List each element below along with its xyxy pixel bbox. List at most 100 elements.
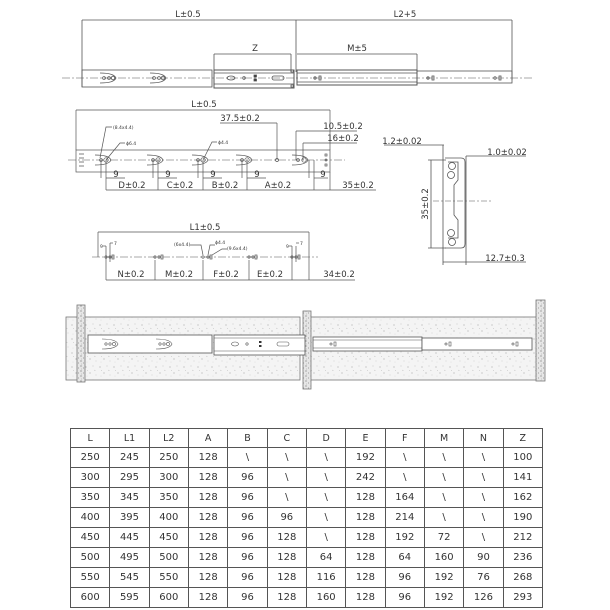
col-header-M: M bbox=[423, 428, 465, 448]
table-cell: 96 bbox=[266, 507, 307, 528]
table-cell: 400 bbox=[69, 507, 111, 528]
table-cell: 128 bbox=[345, 587, 386, 608]
table-cell: 128 bbox=[187, 567, 229, 588]
table-cell: 550 bbox=[148, 567, 189, 588]
table-cell: 192 bbox=[384, 527, 425, 548]
table-cell: \ bbox=[266, 467, 307, 488]
table-cell: \ bbox=[423, 507, 465, 528]
dim-C: C±0.2 bbox=[167, 181, 194, 191]
table-cell: \ bbox=[463, 527, 504, 548]
table-cell: 128 bbox=[187, 467, 229, 488]
col-header-L1: L1 bbox=[109, 428, 150, 448]
dim-L: L±0.5 bbox=[175, 10, 200, 20]
table-cell: \ bbox=[227, 447, 268, 468]
hole-dia-4-4: ϕ4.4 bbox=[218, 140, 228, 146]
top-view bbox=[62, 19, 532, 89]
table-cell: 550 bbox=[69, 567, 111, 588]
hole-dia-6-4: ϕ6.4 bbox=[126, 141, 136, 147]
table-cell: 450 bbox=[69, 527, 111, 548]
table-cell: 96 bbox=[227, 547, 268, 568]
table-cell: 450 bbox=[148, 527, 189, 548]
dim-E: E±0.2 bbox=[257, 270, 283, 280]
table-cell: \ bbox=[305, 447, 347, 468]
table-cell: 192 bbox=[345, 447, 386, 468]
table-cell: \ bbox=[463, 507, 504, 528]
table-cell: 268 bbox=[502, 567, 544, 588]
table-cell: 600 bbox=[148, 587, 189, 608]
table-cell: 128 bbox=[187, 487, 229, 508]
table-cell: 192 bbox=[423, 567, 465, 588]
table-cell: 90 bbox=[463, 547, 504, 568]
table-cell: \ bbox=[463, 487, 504, 508]
table-cell: 128 bbox=[266, 567, 307, 588]
dim-34: 34±0.2 bbox=[323, 270, 354, 280]
col-header-A: A bbox=[187, 428, 229, 448]
col-header-C: C bbox=[266, 428, 307, 448]
col-header-B: B bbox=[227, 428, 268, 448]
dim-F: F±0.2 bbox=[213, 270, 239, 280]
col-header-L: L bbox=[69, 428, 111, 448]
table-cell: 495 bbox=[109, 547, 150, 568]
table-cell: 293 bbox=[502, 587, 544, 608]
table-cell: \ bbox=[384, 467, 425, 488]
table-cell: \ bbox=[305, 487, 347, 508]
table-cell: 500 bbox=[69, 547, 111, 568]
table-cell: 192 bbox=[423, 587, 465, 608]
table-cell: 350 bbox=[148, 487, 189, 508]
dim-B: B±0.2 bbox=[212, 181, 238, 191]
table-cell: 96 bbox=[227, 487, 268, 508]
technical-drawing: L±0.5 L2+5 Z M±5 bbox=[62, 10, 546, 390]
dim-D: D±0.2 bbox=[118, 181, 145, 191]
table-cell: \ bbox=[384, 447, 425, 468]
table-cell: 128 bbox=[187, 527, 229, 548]
table-cell: \ bbox=[305, 507, 347, 528]
table-cell: 160 bbox=[423, 547, 465, 568]
table-header-row: L L1 L2 A B C D E F M N Z bbox=[69, 428, 544, 448]
table-cell: 126 bbox=[463, 587, 504, 608]
table-cell: 295 bbox=[109, 467, 150, 488]
table-cell: 96 bbox=[227, 587, 268, 608]
table-cell: 128 bbox=[266, 527, 307, 548]
table-cell: 96 bbox=[227, 527, 268, 548]
table-cell: 445 bbox=[109, 527, 150, 548]
table-cell: 128 bbox=[187, 507, 229, 528]
table-cell: 141 bbox=[502, 467, 544, 488]
dim-12-7: 12.7±0.3 bbox=[485, 254, 525, 264]
table-cell: 545 bbox=[109, 567, 150, 588]
table-cell: 100 bbox=[502, 447, 544, 468]
table-cell: 214 bbox=[384, 507, 425, 528]
table-cell: \ bbox=[266, 447, 307, 468]
table-cell: 128 bbox=[187, 587, 229, 608]
table-cell: 300 bbox=[69, 467, 111, 488]
dim-N: N±0.2 bbox=[118, 270, 145, 280]
col-header-L2: L2 bbox=[148, 428, 189, 448]
table-cell: 116 bbox=[305, 567, 347, 588]
dim-9-4: 9 bbox=[254, 170, 259, 180]
table-cell: 128 bbox=[345, 487, 386, 508]
dim-1-2: 1.2±0.02 bbox=[382, 137, 422, 147]
dim-9-left: 9 bbox=[100, 244, 103, 250]
table-cell: 64 bbox=[305, 547, 347, 568]
dim-M-inner: M±0.2 bbox=[165, 270, 193, 280]
col-header-E: E bbox=[345, 428, 386, 448]
table-cell: 600 bbox=[69, 587, 111, 608]
table-cell: 164 bbox=[384, 487, 425, 508]
table-cell: 160 bbox=[305, 587, 347, 608]
table-cell: \ bbox=[305, 527, 347, 548]
table-cell: \ bbox=[305, 467, 347, 488]
table-cell: 250 bbox=[69, 447, 111, 468]
side-view bbox=[68, 109, 376, 191]
dim-16: 16±0.2 bbox=[327, 134, 358, 144]
table-cell: 128 bbox=[187, 547, 229, 568]
table-cell: \ bbox=[423, 487, 465, 508]
dim-35-height: 35±0.2 bbox=[421, 188, 431, 219]
col-header-Z: Z bbox=[502, 428, 544, 448]
table-cell: 96 bbox=[227, 567, 268, 588]
table-cell: 76 bbox=[463, 567, 504, 588]
table-cell: 395 bbox=[109, 507, 150, 528]
